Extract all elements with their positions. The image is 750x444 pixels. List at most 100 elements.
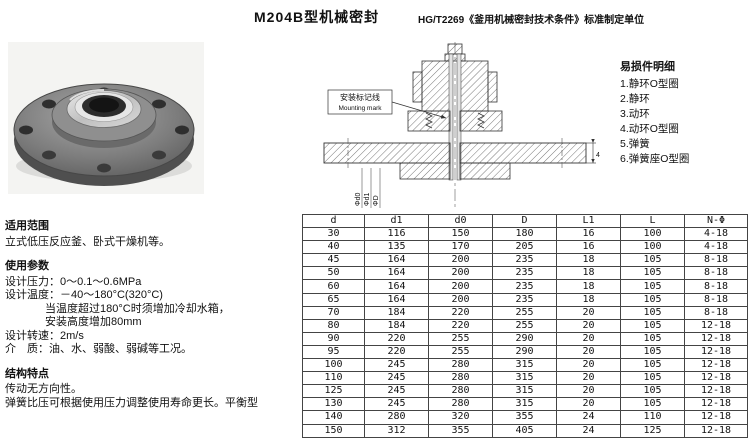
table-cell: 164 bbox=[364, 266, 429, 281]
table-cell: 105 bbox=[620, 397, 685, 412]
feature-line-1: 传动无方向性。 bbox=[5, 383, 82, 395]
mounting-mark-label-cn: 安装标记线 bbox=[340, 92, 380, 102]
column-header: N-Φ bbox=[684, 213, 748, 229]
wear-parts-title: 易损件明细 bbox=[620, 61, 675, 73]
table-cell: 200 bbox=[428, 266, 493, 281]
table-cell: 12-18 bbox=[684, 397, 748, 412]
table-cell: 200 bbox=[428, 253, 493, 268]
table-cell: 235 bbox=[492, 279, 557, 294]
table-cell: 164 bbox=[364, 279, 429, 294]
table-cell: 20 bbox=[556, 371, 621, 386]
table-cell: 20 bbox=[556, 384, 621, 399]
table-cell: 18 bbox=[556, 279, 621, 294]
table-cell: 235 bbox=[492, 292, 557, 307]
table-cell: 105 bbox=[620, 384, 685, 399]
table-cell: 290 bbox=[492, 344, 557, 360]
section-features-title: 结构特点 bbox=[5, 367, 49, 380]
table-cell: 245 bbox=[364, 358, 429, 373]
mounting-mark-label-en: Mounting mark bbox=[339, 105, 383, 112]
table-cell: 100 bbox=[620, 227, 685, 242]
table-cell: 235 bbox=[492, 253, 557, 268]
table-cell: 255 bbox=[492, 318, 557, 333]
table-cell: 255 bbox=[492, 305, 557, 320]
table-cell: 180 bbox=[492, 227, 557, 242]
table-cell: 95 bbox=[302, 344, 365, 360]
table-cell: 125 bbox=[620, 423, 685, 438]
table-cell: 16 bbox=[556, 240, 621, 255]
column-header: L bbox=[620, 213, 685, 229]
table-cell: 164 bbox=[364, 292, 429, 307]
table-cell: 220 bbox=[428, 305, 493, 320]
table-cell: 8-18 bbox=[684, 266, 748, 281]
param-pressure: 设计压力：0～0.1～0.6MPa bbox=[5, 275, 142, 288]
table-cell: 105 bbox=[620, 358, 685, 373]
table-cell: 220 bbox=[364, 331, 429, 346]
table-cell: 105 bbox=[620, 253, 685, 268]
table-cell: 105 bbox=[620, 292, 685, 307]
table-cell: 24 bbox=[556, 423, 621, 438]
column-header: L1 bbox=[556, 213, 621, 229]
spring-right bbox=[477, 112, 485, 129]
product-photo bbox=[8, 42, 204, 194]
stud-section bbox=[447, 43, 463, 55]
hub-left bbox=[399, 162, 451, 180]
table-cell: 320 bbox=[428, 410, 493, 425]
table-cell: 12-18 bbox=[684, 358, 748, 373]
table-cell: 90 bbox=[302, 331, 365, 346]
table-cell: 315 bbox=[492, 384, 557, 399]
table-cell: 8-18 bbox=[684, 279, 748, 294]
table-cell: 105 bbox=[620, 371, 685, 386]
section-parameters-title: 使用参数 bbox=[5, 260, 49, 272]
mounting-mark-box bbox=[327, 89, 393, 115]
table-cell: 100 bbox=[302, 358, 365, 373]
spring-left bbox=[425, 112, 433, 129]
table-cell: 150 bbox=[302, 423, 365, 438]
table-cell: 315 bbox=[492, 397, 557, 412]
table-cell: 16 bbox=[556, 227, 621, 242]
table-cell: 105 bbox=[620, 331, 685, 346]
feature-line-2: 弹簧比压可根据使用压力调整使用寿命更长。平衡型 bbox=[5, 396, 258, 409]
dim-D-label: ΦD bbox=[373, 195, 380, 206]
table-cell: 170 bbox=[428, 240, 493, 255]
standard-note: HG/T2269《釜用机械密封技术条件》标准制定单位 bbox=[418, 15, 645, 26]
table-cell: 105 bbox=[620, 266, 685, 281]
table-cell: 125 bbox=[302, 384, 365, 399]
table-cell: 8-18 bbox=[684, 292, 748, 307]
table-cell: 135 bbox=[364, 240, 429, 255]
table-cell: 220 bbox=[364, 344, 429, 360]
hub-right bbox=[459, 162, 511, 180]
table-cell: 50 bbox=[302, 266, 365, 281]
table-cell: 315 bbox=[492, 371, 557, 386]
table-cell: 4-18 bbox=[684, 227, 748, 242]
section-parameters: 使用参数 设计压力：0～0.1～0.6MPa 设计温度：－40～180°C(32… bbox=[5, 260, 277, 357]
parts-list-item: 4.动环O型圈 bbox=[620, 123, 679, 135]
table-cell: 200 bbox=[428, 292, 493, 307]
table-cell: 140 bbox=[302, 410, 365, 425]
nut-section bbox=[444, 53, 466, 62]
page-title: M204B型机械密封 bbox=[254, 9, 380, 25]
parts-list-item: 3.动环 bbox=[620, 108, 650, 120]
seal-section-drawing: 安装标记线 Mounting mark Φd0 Φd1 ΦD 4 bbox=[323, 42, 600, 210]
technical-drawing: 安装标记线 Mounting mark Φd0 Φd1 ΦD 4 bbox=[298, 40, 603, 212]
param-temp-note2: 安装高度增加80mm bbox=[45, 316, 142, 328]
table-cell: 116 bbox=[364, 227, 429, 242]
parts-list-item: 6.弹簧座O型圈 bbox=[620, 153, 690, 165]
column-header: d1 bbox=[364, 213, 429, 229]
table-cell: 12-18 bbox=[684, 344, 748, 360]
column-header: D bbox=[492, 213, 557, 229]
parts-list-item: 1.静环O型圈 bbox=[620, 78, 679, 90]
table-cell: 70 bbox=[302, 305, 365, 320]
table-cell: 20 bbox=[556, 344, 621, 360]
